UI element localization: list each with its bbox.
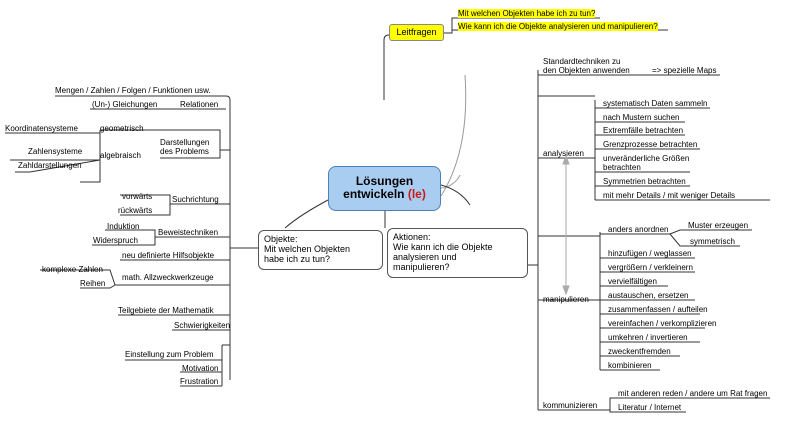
aktionen-line2: Wie kann ich die Objekte xyxy=(393,242,493,252)
central-suffix: (le) xyxy=(407,187,426,201)
node-spezielle-maps[interactable]: => spezielle Maps xyxy=(652,66,717,75)
node-darstellungen-line2[interactable]: des Problems xyxy=(160,147,209,156)
node-zahlensysteme[interactable]: Zahlensysteme xyxy=(28,147,83,156)
node-manipulieren[interactable]: manipulieren xyxy=(543,295,589,304)
aktionen-line1: Aktionen: xyxy=(393,232,431,242)
node-reihen[interactable]: Reihen xyxy=(80,279,106,288)
node-muster-erzeugen[interactable]: Muster erzeugen xyxy=(688,221,749,230)
node-mengen[interactable]: Mengen / Zahlen / Folgen / Funktionen us… xyxy=(55,86,211,95)
node-widerspruch[interactable]: Widerspruch xyxy=(93,236,138,245)
node-analysieren[interactable]: analysieren xyxy=(543,149,584,158)
manipulieren-item[interactable]: austauschen, ersetzen xyxy=(608,291,689,300)
central-node[interactable]: Lösungen entwickeln (le) xyxy=(328,166,441,211)
manipulieren-item[interactable]: hinzufügen / weglassen xyxy=(608,249,692,258)
node-relationen[interactable]: Relationen xyxy=(180,100,219,109)
node-anders-anordnen[interactable]: anders anordnen xyxy=(608,225,669,234)
node-komplexe-zahlen[interactable]: komplexe Zahlen xyxy=(42,265,103,274)
node-standardtechniken-line2[interactable]: den Objekten anwenden xyxy=(543,66,630,75)
manipulieren-item[interactable]: zusammenfassen / aufteilen xyxy=(608,305,708,314)
leitfrage-1[interactable]: Mit welchen Objekten habe ich zu tun? xyxy=(458,9,596,18)
analysieren-item[interactable]: systematisch Daten sammeln xyxy=(603,99,708,108)
aktionen-line4: manipulieren? xyxy=(393,262,450,272)
analysieren-item[interactable]: unveränderliche Größen xyxy=(603,154,690,163)
manipulieren-item[interactable]: vervielfältigen xyxy=(608,277,657,286)
node-allzweckwerkzeuge[interactable]: math. Allzweckwerkzeuge xyxy=(122,273,214,282)
node-beweistechniken[interactable]: Beweistechniken xyxy=(158,228,219,237)
analysieren-item[interactable]: Grenzprozesse betrachten xyxy=(603,140,698,149)
kommunizieren-item[interactable]: Literatur / Internet xyxy=(618,403,682,412)
objekte-line2: Mit welchen Objekten xyxy=(264,244,351,254)
node-geometrisch[interactable]: geometrisch xyxy=(100,124,144,133)
manipulieren-item[interactable]: kombinieren xyxy=(608,361,652,370)
manipulieren-item[interactable]: zweckentfremden xyxy=(608,347,671,356)
node-kommunizieren[interactable]: kommunizieren xyxy=(543,401,598,410)
node-darstellungen-line1[interactable]: Darstellungen xyxy=(160,138,210,147)
node-zahldarstellungen[interactable]: Zahldarstellungen xyxy=(18,161,82,170)
node-einstellung[interactable]: Einstellung zum Problem xyxy=(125,350,214,359)
central-title-word: entwickeln xyxy=(343,187,405,201)
node-schwierigkeiten[interactable]: Schwierigkeiten xyxy=(174,321,231,330)
node-teilgebiete[interactable]: Teilgebiete der Mathematik xyxy=(118,306,214,315)
node-rueckwaerts[interactable]: rückwärts xyxy=(118,206,153,215)
node-frustration[interactable]: Frustration xyxy=(180,377,219,386)
manipulieren-item[interactable]: vereinfachen / verkomplizieren xyxy=(608,319,717,328)
leitfrage-2[interactable]: Wie kann ich die Objekte analysieren und… xyxy=(458,22,658,31)
objekte-node[interactable]: Objekte: Mit welchen Objekten habe ich z… xyxy=(258,230,383,270)
node-standardtechniken-line1[interactable]: Standardtechniken zu xyxy=(543,57,621,66)
analysieren-item[interactable]: nach Mustern suchen xyxy=(603,113,680,122)
node-hilfsobjekte[interactable]: neu definierte Hilfsobjekte xyxy=(122,251,215,260)
node-algebraisch[interactable]: algebraisch xyxy=(100,151,141,160)
manipulieren-item[interactable]: vergrößern / verkleinern xyxy=(608,263,693,272)
node-symmetrisch[interactable]: symmetrisch xyxy=(690,237,735,246)
node-suchrichtung[interactable]: Suchrichtung xyxy=(172,195,219,204)
analysieren-item[interactable]: mit mehr Details / mit weniger Details xyxy=(603,191,736,200)
analysieren-item[interactable]: betrachten xyxy=(603,163,641,172)
manipulieren-item[interactable]: umkehren / invertieren xyxy=(608,333,688,342)
central-title-line1: Lösungen xyxy=(355,174,414,188)
leitfragen-node[interactable]: Leitfragen xyxy=(389,24,444,41)
aktionen-line3: analysieren und xyxy=(393,252,457,262)
kommunizieren-item[interactable]: mit anderen reden / andere um Rat fragen xyxy=(618,389,768,398)
objekte-line1: Objekte: xyxy=(264,234,298,244)
node-koordinatensysteme[interactable]: Koordinatensysteme xyxy=(5,124,78,133)
node-motivation[interactable]: Motivation xyxy=(182,364,219,373)
objekte-line3: habe ich zu tun? xyxy=(264,254,331,264)
central-title-line2: entwickeln (le) xyxy=(329,188,440,201)
node-gleichungen[interactable]: (Un-) Gleichungen xyxy=(92,100,158,109)
analysieren-item[interactable]: Extremfälle betrachten xyxy=(603,126,684,135)
node-vorwaerts[interactable]: vorwärts xyxy=(122,192,153,201)
node-induktion[interactable]: Induktion xyxy=(107,222,140,231)
analysieren-item[interactable]: Symmetrien betrachten xyxy=(603,177,686,186)
aktionen-node[interactable]: Aktionen: Wie kann ich die Objekte analy… xyxy=(387,228,528,278)
